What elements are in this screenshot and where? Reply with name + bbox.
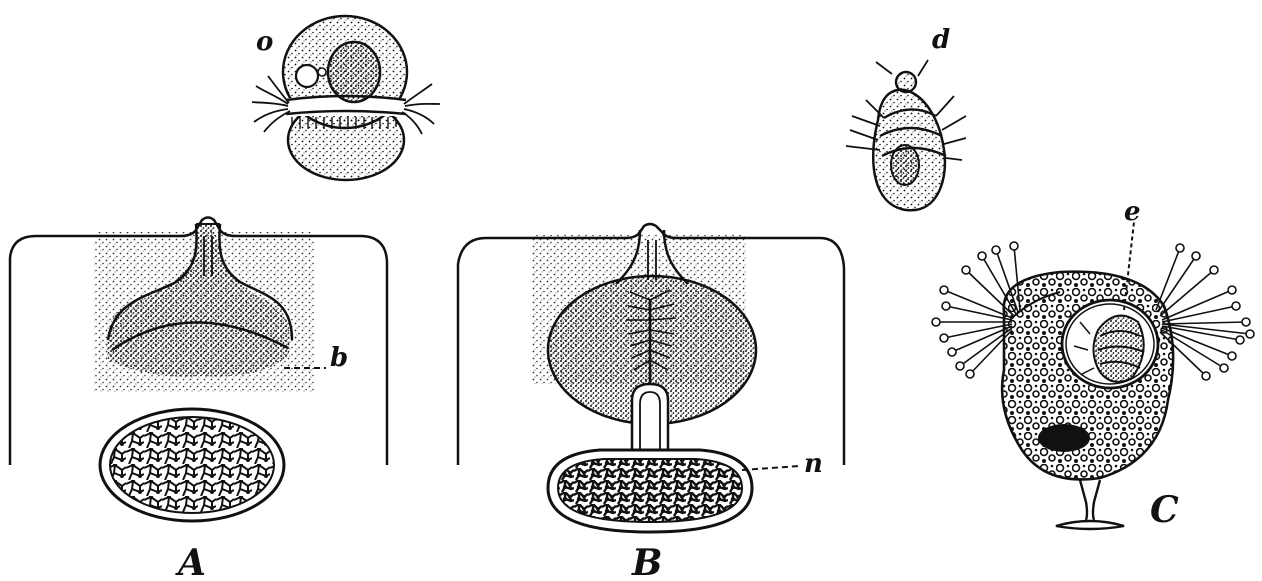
label-d: d <box>932 25 950 55</box>
label-C: C <box>1150 489 1179 531</box>
label-A: A <box>175 542 206 581</box>
panel-A-section: b A <box>10 218 387 581</box>
label-n: n <box>804 449 823 479</box>
panel-o-larva: o <box>252 16 440 180</box>
label-e: e <box>1124 197 1141 227</box>
label-B: B <box>631 542 662 581</box>
panel-C-organism: e <box>932 197 1254 531</box>
label-b: b <box>330 343 348 373</box>
panel-d-larva: d <box>846 25 966 210</box>
panel-B-section: n B <box>458 224 844 581</box>
label-o: o <box>256 27 273 57</box>
